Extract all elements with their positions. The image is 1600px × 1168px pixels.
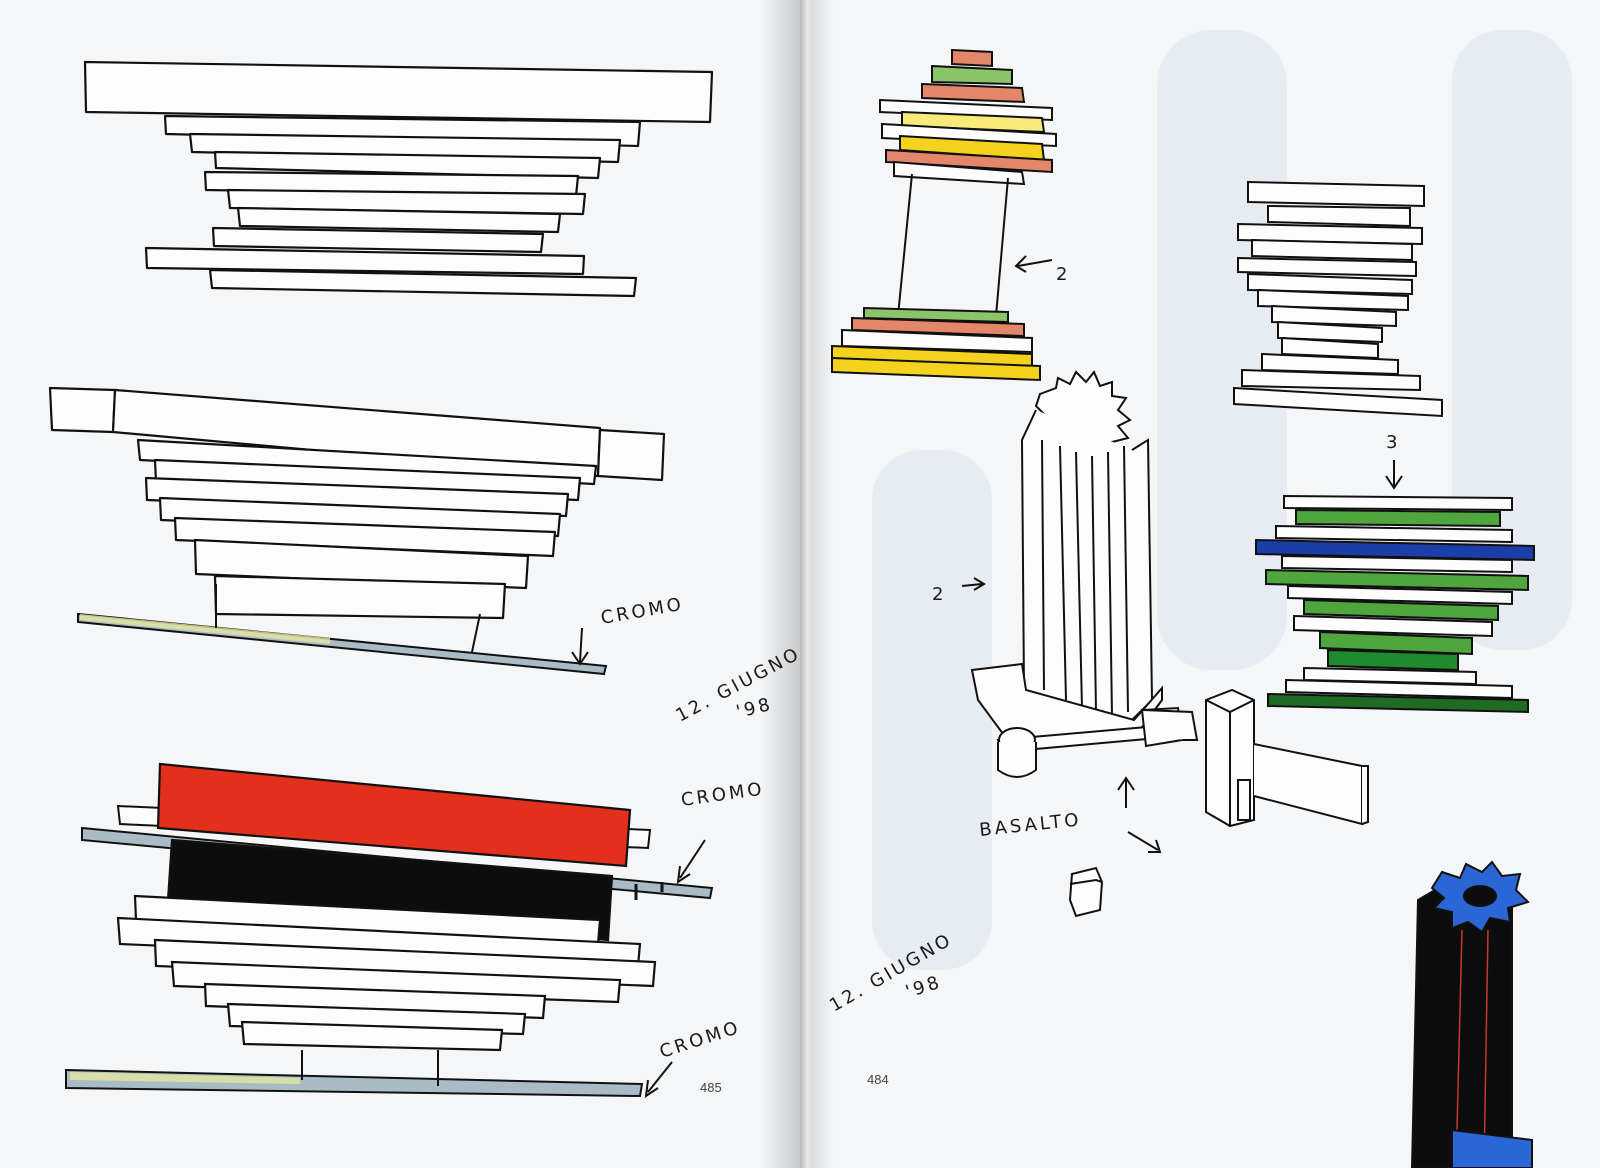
arrow-icon [676,839,706,885]
sketch-fluted-column [970,370,1369,918]
right-sketch-canvas: 2 2 BASALTO [826,30,1572,1168]
arrow-icon [571,627,589,666]
arrow-icon [961,577,986,591]
arrow-icon [1014,255,1053,273]
page-number: 485 [700,1080,722,1095]
date-year-label: '98 [903,971,945,1002]
arrow-icon [644,1061,673,1099]
arrow-icon [1127,831,1162,853]
red-slab [156,762,632,868]
sketch-stack-bottom [65,762,714,1098]
sketch-dark-column [1410,860,1533,1168]
cromo-label: CROMO [680,778,766,810]
reference-number: 2 [932,584,946,605]
reference-number: 2 [1056,264,1070,285]
page-shadow [812,0,834,1168]
cromo-label: CROMO [599,594,685,629]
cromo-label: CROMO [657,1017,743,1063]
sketch-white-stack [1233,180,1443,418]
sketch-stack-middle [48,386,666,620]
sketch-stack-top [83,60,714,298]
page-shadow [760,0,800,1168]
sketch-green-stack [1255,494,1535,714]
arrow-icon [1385,460,1403,490]
reference-number: 3 [1386,432,1400,453]
sketch-colored-column [831,48,1057,382]
left-page: CROMO CROMO CROMO 12. GIUGNO '98 485 [0,0,800,1168]
basalto-label: BASALTO [978,809,1082,841]
book-gutter [800,0,812,1168]
page-number: 484 [867,1072,889,1087]
date-year-label: '98 [734,694,775,723]
arrow-icon [1117,776,1135,808]
right-page: 2 2 BASALTO [812,0,1600,1168]
chrome-slab-base [65,1068,644,1098]
left-sketch-canvas: CROMO CROMO CROMO 12. GIUGNO '98 [48,60,800,1099]
